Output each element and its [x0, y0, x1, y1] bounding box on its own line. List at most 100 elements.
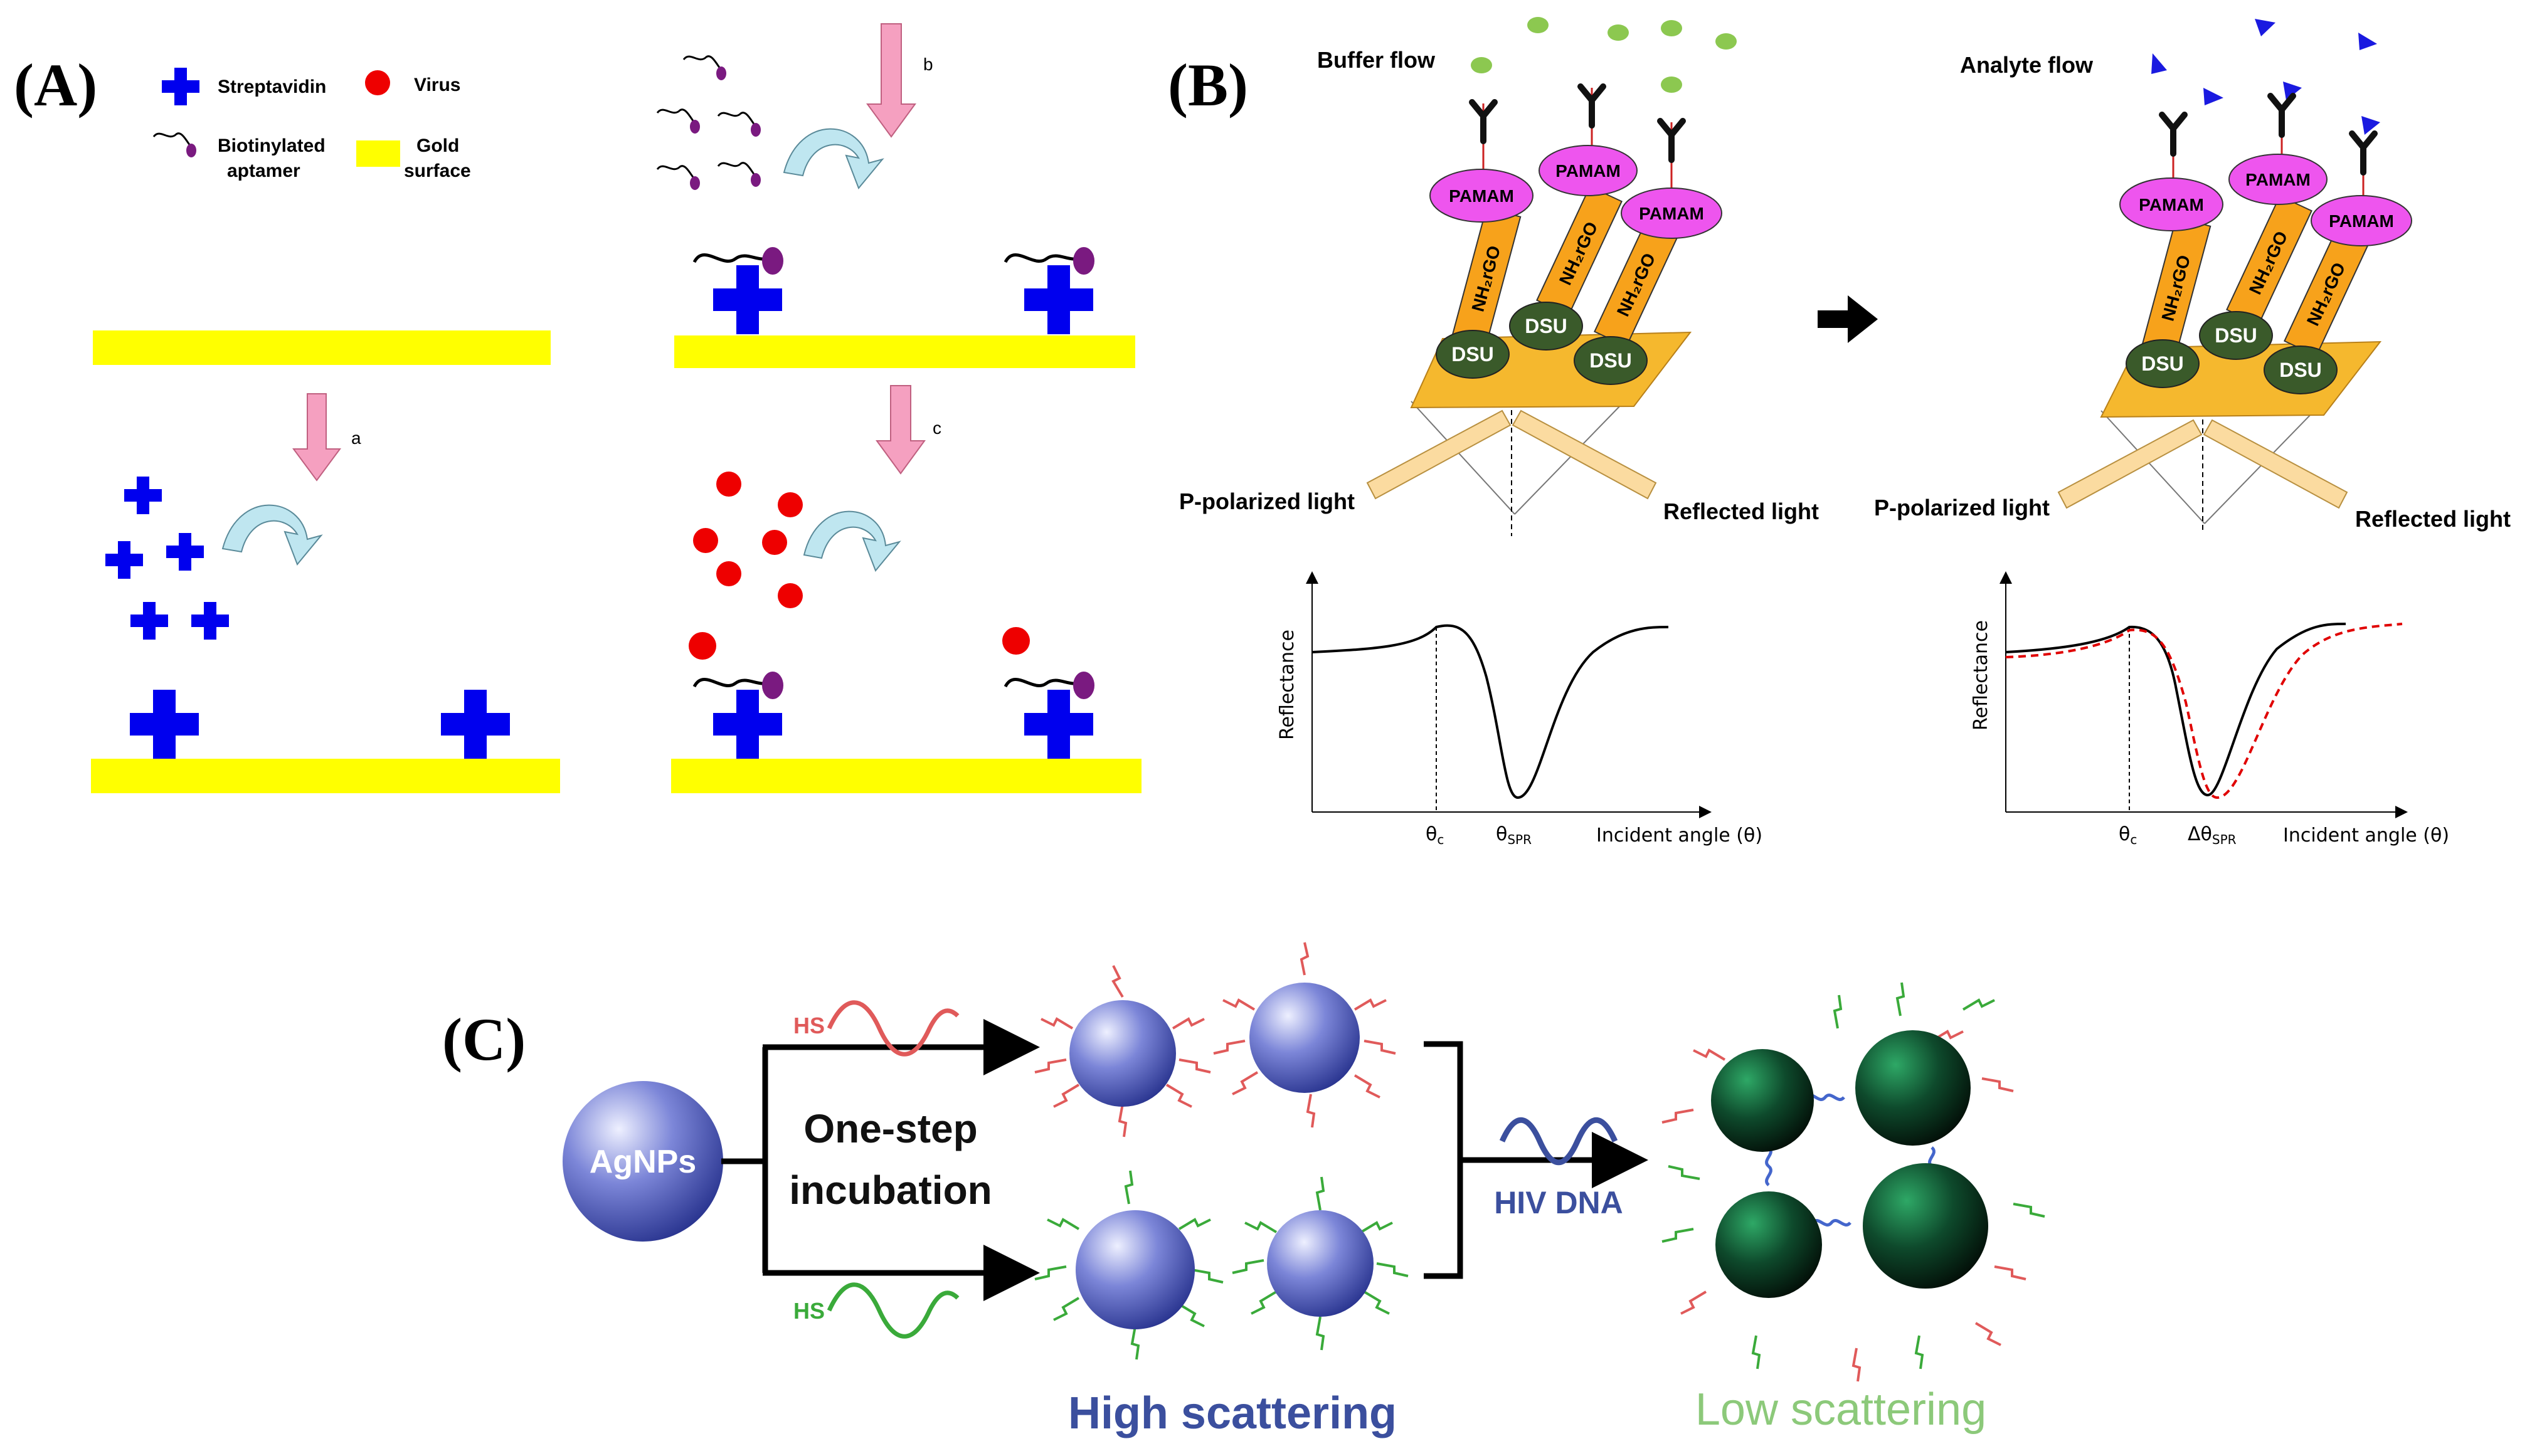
reflectance-curve — [2005, 623, 2346, 797]
hiv-dna-icon — [1499, 1117, 1618, 1165]
virus-free — [716, 561, 741, 586]
analyte-molecule — [2358, 33, 2377, 50]
aptamer-free — [717, 162, 762, 188]
functional-layer-left: NH₂rGO NH₂rGO NH₂rGO PAMAM PAMAM — [1429, 87, 1722, 385]
panel-a: (A) Streptavidin Virus Biotinylated apta… — [14, 23, 1142, 793]
pamam-node: PAMAM — [1429, 169, 1534, 223]
incubation-branch: One-step incubation HS HS — [721, 1000, 1040, 1339]
reflected-light-label: Reflected light — [1663, 499, 1819, 524]
pamam-node: PAMAM — [1621, 187, 1722, 239]
functionalized-agnps — [1034, 942, 1409, 1360]
step-c-label: c — [933, 418, 941, 438]
panel-c: (C) AgNPs One-step incubation HS HS — [442, 942, 2045, 1438]
theta-c-label: θc — [2119, 823, 2137, 847]
curved-arrow-a — [221, 504, 323, 566]
dsu-node: DSU — [2126, 339, 2200, 388]
curved-arrow-b — [783, 128, 884, 189]
step-b: b — [656, 23, 1135, 368]
curved-arrow-c — [803, 510, 901, 572]
shifted-reflectance-curve — [2005, 623, 2403, 799]
pamam-node: PAMAM — [2228, 154, 2328, 205]
high-scattering-label: High scattering — [1068, 1388, 1397, 1438]
dsu-node: DSU — [2264, 346, 2338, 394]
legend-gold-line1: Gold — [416, 135, 459, 156]
analyte-molecule — [2361, 116, 2380, 135]
gold-surface-c — [671, 759, 1142, 793]
bracket — [1424, 1041, 1463, 1279]
streptavidin-bound — [441, 690, 510, 759]
aggregate-particle — [1863, 1163, 1988, 1289]
step-c-arrow — [876, 385, 926, 475]
panel-b: (B) Buffer flow — [1168, 17, 2511, 847]
gold-surface-bare — [93, 330, 551, 365]
pamam-node: PAMAM — [2119, 177, 2223, 231]
virus-legend-icon — [365, 70, 390, 95]
y-axis-label: Reflectance — [1970, 620, 1992, 731]
svg-text:DSU: DSU — [1451, 343, 1494, 366]
step-a: a — [91, 393, 560, 793]
spr-curve-right: Reflectance θc ΔθSPR Incident angle (θ) — [1970, 571, 2449, 847]
nh2rgo-block: NH₂rGO — [1536, 186, 1623, 316]
agnp-green-probes — [1034, 1170, 1224, 1360]
hs-red-label: HS — [793, 1013, 825, 1038]
step-a-label: a — [351, 428, 361, 448]
step-b-arrow — [866, 23, 916, 138]
pamam-node: PAMAM — [2311, 195, 2412, 246]
panel-b-label: (B) — [1168, 51, 1248, 119]
virus-free — [762, 530, 787, 555]
svg-text:DSU: DSU — [2279, 359, 2322, 381]
agnp-particle — [563, 1081, 723, 1242]
streptavidin-free — [105, 541, 143, 579]
agnp-particle — [1076, 1210, 1195, 1329]
incident-light-label: P-polarized light — [1874, 495, 2050, 520]
low-scattering-label: Low scattering — [1695, 1385, 1986, 1435]
aggregate-particle — [1711, 1049, 1814, 1152]
svg-text:PAMAM: PAMAM — [1449, 186, 1514, 206]
buffer-molecule — [1527, 17, 1549, 33]
theta-c-label: θc — [1426, 823, 1444, 847]
streptavidin-bound — [130, 690, 199, 759]
sensor-analyte: Analyte flow — [1874, 19, 2511, 532]
nh2rgo-block: NH₂rGO — [2226, 195, 2312, 325]
incubation-line2: incubation — [789, 1168, 992, 1213]
virus-free — [778, 583, 803, 608]
aptamer-legend-icon — [152, 132, 198, 159]
nh2rgo-block: NH₂rGO — [2141, 216, 2212, 354]
optics-right — [2057, 410, 2348, 530]
streptavidin-legend-icon — [162, 68, 199, 105]
reflected-beam — [1512, 409, 1657, 500]
y-axis-label: Reflectance — [1276, 630, 1298, 740]
streptavidin-free — [130, 602, 168, 640]
agnp-green-probes — [1232, 1176, 1409, 1351]
agnp-red-probes — [1034, 965, 1211, 1137]
streptavidin-free — [124, 477, 162, 514]
streptavidin-bound — [1024, 265, 1093, 334]
svg-text:PAMAM: PAMAM — [2329, 211, 2394, 231]
analyte-molecule — [2203, 88, 2223, 105]
legend-virus: Virus — [414, 75, 461, 95]
svg-text:DSU: DSU — [1589, 349, 1632, 372]
virus-free — [693, 528, 718, 553]
panel-a-legend: Streptavidin Virus Biotinylated aptamer … — [152, 68, 471, 181]
green-probe-dna — [827, 1282, 960, 1339]
streptavidin-bound — [1024, 690, 1093, 759]
reflected-light-label: Reflected light — [2355, 506, 2511, 532]
delta-theta-spr-label: ΔθSPR — [2188, 823, 2237, 847]
aggregated-agnps — [1661, 982, 2045, 1382]
x-axis-label: Incident angle (θ) — [1596, 825, 1762, 847]
virus-captured — [1002, 627, 1030, 655]
svg-text:PAMAM: PAMAM — [1555, 161, 1621, 181]
right-arrow-icon — [1818, 295, 1878, 343]
pamam-node: PAMAM — [1539, 145, 1638, 196]
buffer-molecule — [1661, 76, 1682, 93]
buffer-molecule — [1661, 20, 1682, 36]
agnps-label: AgNPs — [590, 1144, 696, 1180]
svg-text:PAMAM: PAMAM — [1639, 204, 1704, 223]
incident-beam — [2057, 419, 2203, 509]
svg-text:DSU: DSU — [2141, 352, 2184, 375]
antibody-icon — [2270, 96, 2293, 135]
antibody-icon — [2352, 134, 2375, 172]
analyte-molecule — [2283, 82, 2302, 100]
legend-streptavidin: Streptavidin — [218, 76, 326, 97]
